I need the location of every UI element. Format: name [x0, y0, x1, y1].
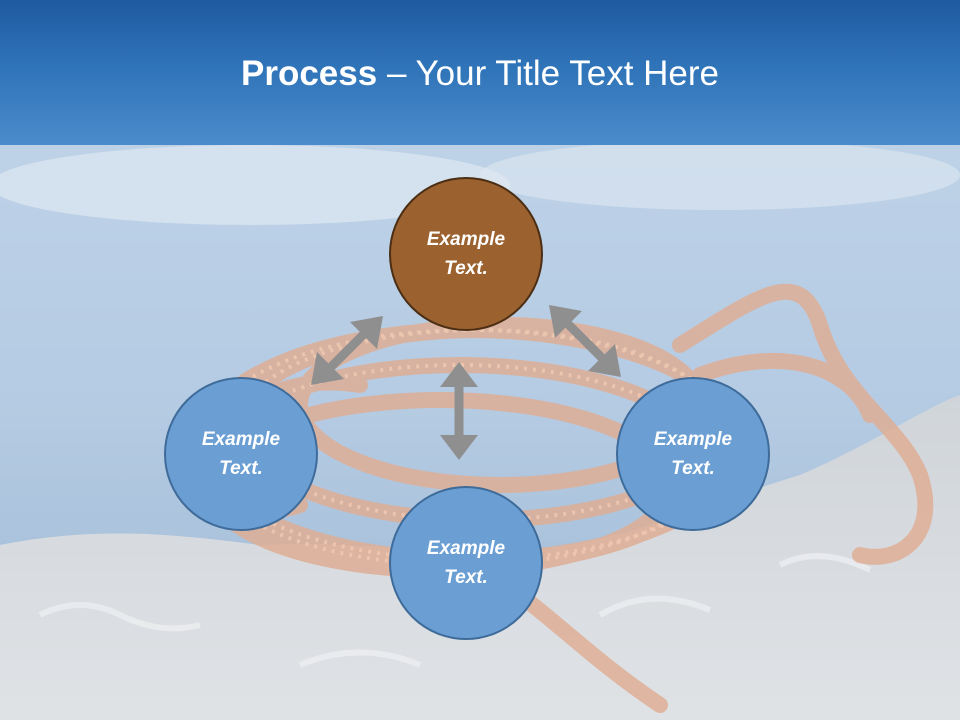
node-label: Example Text.: [201, 429, 281, 479]
process-node-bottom: Example Text.: [389, 486, 543, 640]
node-label: Example Text.: [653, 429, 733, 479]
process-node-right: Example Text.: [616, 377, 770, 531]
process-node-top: Example Text.: [389, 177, 543, 331]
title-banner: Process – Your Title Text Here: [0, 0, 960, 145]
process-node-left: Example Text.: [164, 377, 318, 531]
node-label: Example Text.: [426, 538, 506, 588]
title-separator: –: [386, 54, 407, 93]
node-label: Example Text.: [426, 229, 506, 279]
title-text: Your Title Text Here: [415, 54, 720, 93]
title-bold-text: Process: [240, 54, 378, 93]
slide-title: Process – Your Title Text Here: [0, 52, 960, 96]
